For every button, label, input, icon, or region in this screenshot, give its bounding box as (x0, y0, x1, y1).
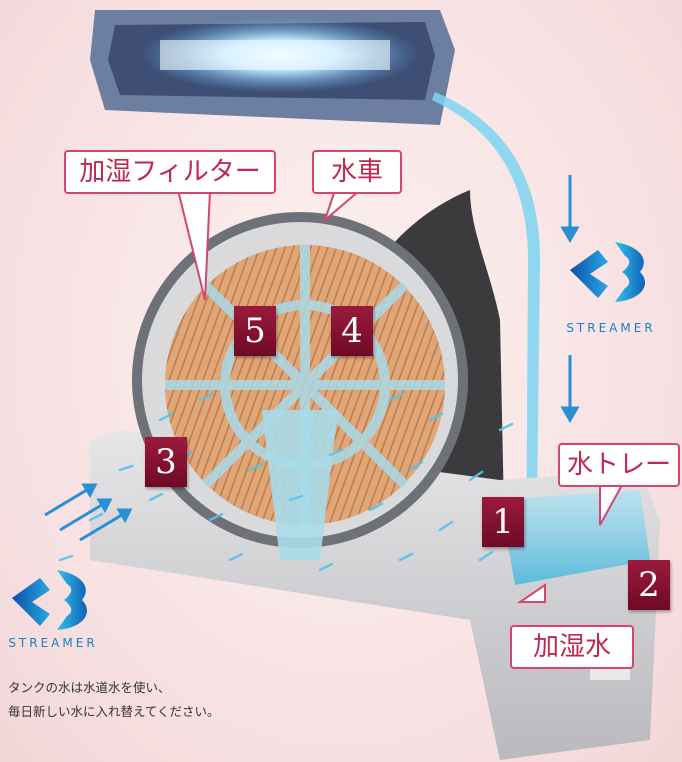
streamer-unit (90, 10, 455, 125)
step-badge-3: 3 (145, 437, 187, 487)
humidifying-filter-label: 加湿フィルター (64, 150, 276, 194)
streamer-brand-right: STREAMER (556, 317, 666, 336)
streamer-brand-left: STREAMER (0, 632, 108, 651)
water-flow-arrows (560, 175, 580, 423)
step-badge-1: 1 (482, 497, 524, 547)
streamer-wordmark: STREAMER (566, 321, 656, 335)
streamer-logo-left (12, 570, 88, 630)
step-badge-4: 4 (331, 306, 373, 356)
usage-note-line-2: 毎日新しい水に入れ替えてください。 (8, 704, 220, 719)
streamer-wordmark: STREAMER (8, 636, 98, 650)
airflow-arrows (44, 483, 133, 542)
usage-note-line-1: タンクの水は水道水を使い、 (8, 680, 171, 695)
step-badge-5: 5 (234, 306, 276, 356)
step-badge-2: 2 (628, 560, 670, 610)
usage-note: タンクの水は水道水を使い、 毎日新しい水に入れ替えてください。 (8, 676, 220, 724)
humidifying-water-label: 加湿水 (510, 625, 634, 669)
streamer-logo-right (570, 242, 646, 302)
water-wheel (132, 212, 468, 560)
water-tray-label: 水トレー (558, 443, 680, 487)
water-wheel-label: 水車 (312, 150, 402, 194)
